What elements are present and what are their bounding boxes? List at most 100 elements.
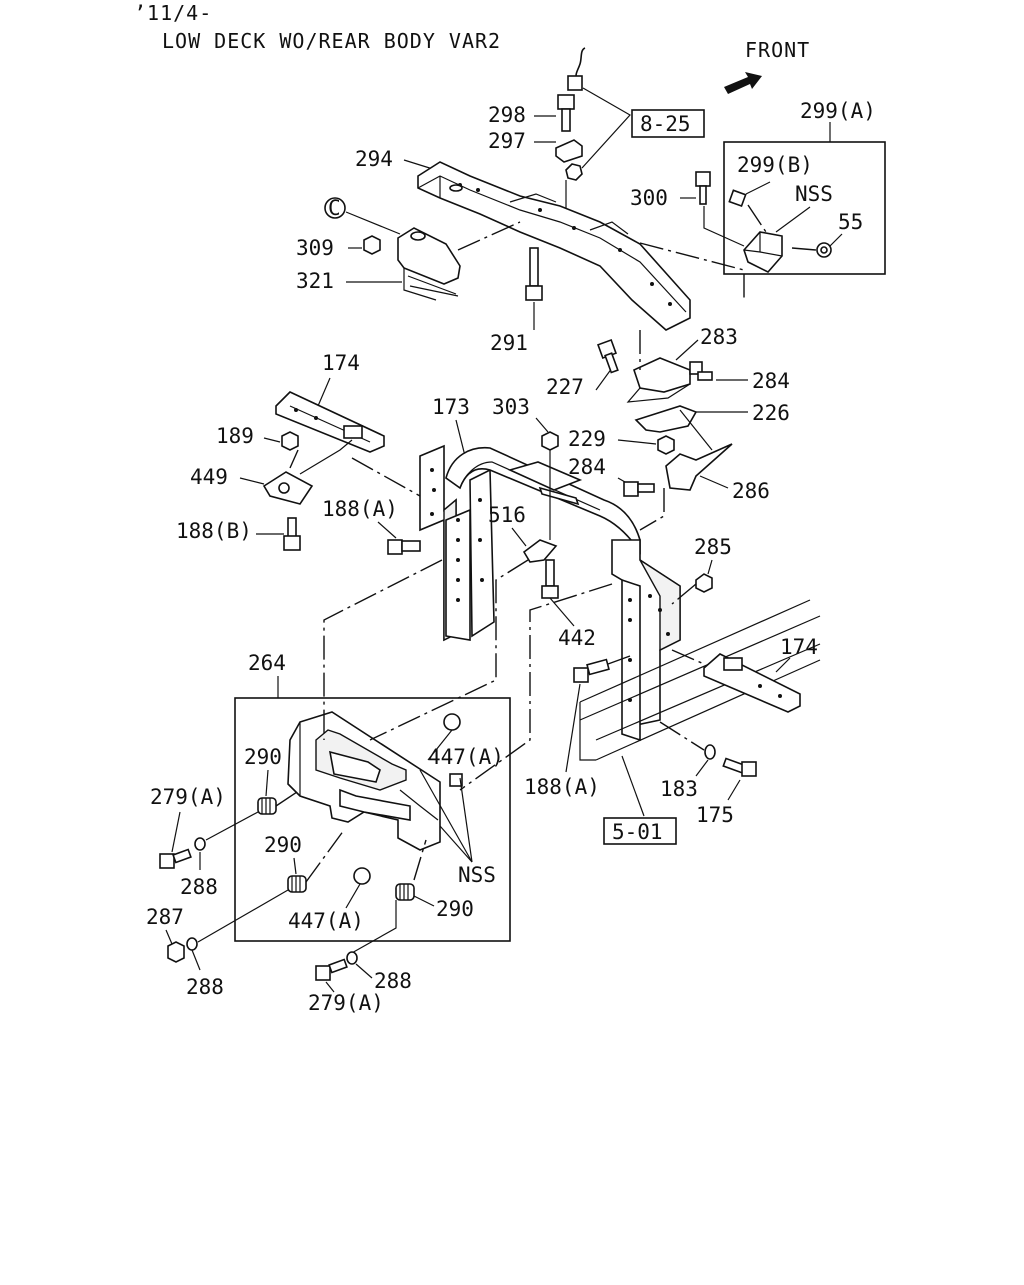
label-174b: 174 — [780, 635, 818, 659]
bracket-174-left — [275, 391, 385, 453]
nut-229 — [657, 435, 675, 455]
bolt-300 — [695, 171, 711, 205]
label-291: 291 — [490, 331, 528, 355]
nut-8-25 — [565, 163, 583, 181]
label-321: 321 — [296, 269, 334, 293]
bracket-297 — [555, 139, 583, 163]
label-290b: 290 — [264, 833, 302, 857]
label-189: 189 — [216, 424, 254, 448]
label-174a: 174 — [322, 351, 360, 375]
plate-449 — [262, 471, 314, 505]
label-284b: 284 — [568, 455, 606, 479]
nut-309 — [363, 235, 381, 255]
label-294: 294 — [355, 147, 393, 171]
label-229: 229 — [568, 427, 606, 451]
plate-226 — [634, 405, 698, 433]
bracket-286 — [665, 443, 733, 491]
label-516: 516 — [488, 503, 526, 527]
label-285: 285 — [694, 535, 732, 559]
nut-303 — [541, 431, 559, 451]
bracket-516 — [522, 539, 558, 563]
ref-8-25-text: 8-25 — [640, 112, 691, 136]
label-299a: 299(A) — [800, 99, 876, 123]
label-183: 183 — [660, 777, 698, 801]
label-188b: 188(B) — [176, 519, 252, 543]
plug-447a-1 — [443, 713, 461, 731]
bolt-284a — [689, 361, 713, 381]
label-188a-1: 188(A) — [322, 497, 398, 521]
rubber-mount — [743, 231, 783, 273]
plug-447a-2 — [353, 867, 371, 885]
bushing-290c — [395, 883, 415, 901]
bracket-174-right — [703, 653, 801, 713]
washer-288b — [186, 937, 198, 951]
bracket-321 — [397, 227, 461, 301]
label-447a-1: 447(A) — [428, 745, 504, 769]
bushing-290b — [287, 875, 307, 893]
bolt-175 — [722, 757, 757, 777]
label-288b: 288 — [186, 975, 224, 999]
date-code: ’11/4- — [134, 1, 212, 25]
label-284a: 284 — [752, 369, 790, 393]
bolt-298 — [557, 94, 575, 132]
label-264: 264 — [248, 651, 286, 675]
label-449: 449 — [190, 465, 228, 489]
label-nss-1: NSS — [795, 182, 833, 206]
label-288a: 288 — [180, 875, 218, 899]
crossmember-294 — [417, 161, 691, 331]
label-226: 226 — [752, 401, 790, 425]
bolt-279a-2 — [315, 958, 348, 981]
cap-299b — [728, 189, 747, 208]
label-298: 298 — [488, 103, 526, 127]
label-447a-2: 447(A) — [288, 909, 364, 933]
label-442: 442 — [558, 626, 596, 650]
label-290a: 290 — [244, 745, 282, 769]
ref-5-01 — [603, 817, 677, 845]
label-279a-1: 279(A) — [150, 785, 226, 809]
washer-288a — [194, 837, 206, 851]
front-arrow-icon — [724, 72, 762, 94]
label-173: 173 — [432, 395, 470, 419]
label-nss-2: NSS — [458, 863, 496, 887]
label-299b: 299(B) — [737, 153, 813, 177]
label-c: C — [328, 196, 341, 220]
group-box-299a — [723, 141, 886, 275]
nut-189 — [281, 431, 299, 451]
label-227: 227 — [546, 375, 584, 399]
label-286: 286 — [732, 479, 770, 503]
bracket-264 — [287, 711, 441, 851]
frame-rail-5-01 — [579, 599, 821, 761]
label-297: 297 — [488, 129, 526, 153]
bolt-188a-2 — [573, 658, 610, 683]
label-309: 309 — [296, 236, 334, 260]
bolt-227 — [597, 339, 619, 374]
bolt-442 — [541, 559, 559, 599]
label-288c: 288 — [374, 969, 412, 993]
label-175: 175 — [696, 803, 734, 827]
label-55: 55 — [838, 210, 863, 234]
label-290c: 290 — [436, 897, 474, 921]
bolt-188a-1 — [387, 539, 421, 555]
ref-8-25 — [631, 109, 705, 138]
bracket-283 — [626, 357, 691, 403]
variant-title: LOW DECK WO/REAR BODY VAR2 — [162, 29, 501, 53]
washer-183 — [704, 744, 716, 760]
nut-287 — [167, 941, 185, 963]
bolt-291 — [525, 247, 543, 301]
bushing-290a — [257, 797, 277, 815]
frame-173 — [419, 444, 681, 742]
front-label: FRONT — [745, 38, 810, 62]
callout-c — [324, 197, 346, 219]
nut-285 — [695, 573, 713, 593]
label-303: 303 — [492, 395, 530, 419]
label-287: 287 — [146, 905, 184, 929]
bolt-279a-1 — [159, 848, 192, 869]
label-188a-2: 188(A) — [524, 775, 600, 799]
bolt-284b — [623, 481, 655, 497]
sensor-wire — [567, 47, 586, 91]
stud-nss — [449, 773, 463, 787]
label-300: 300 — [630, 186, 668, 210]
bolt-188b — [283, 517, 301, 551]
